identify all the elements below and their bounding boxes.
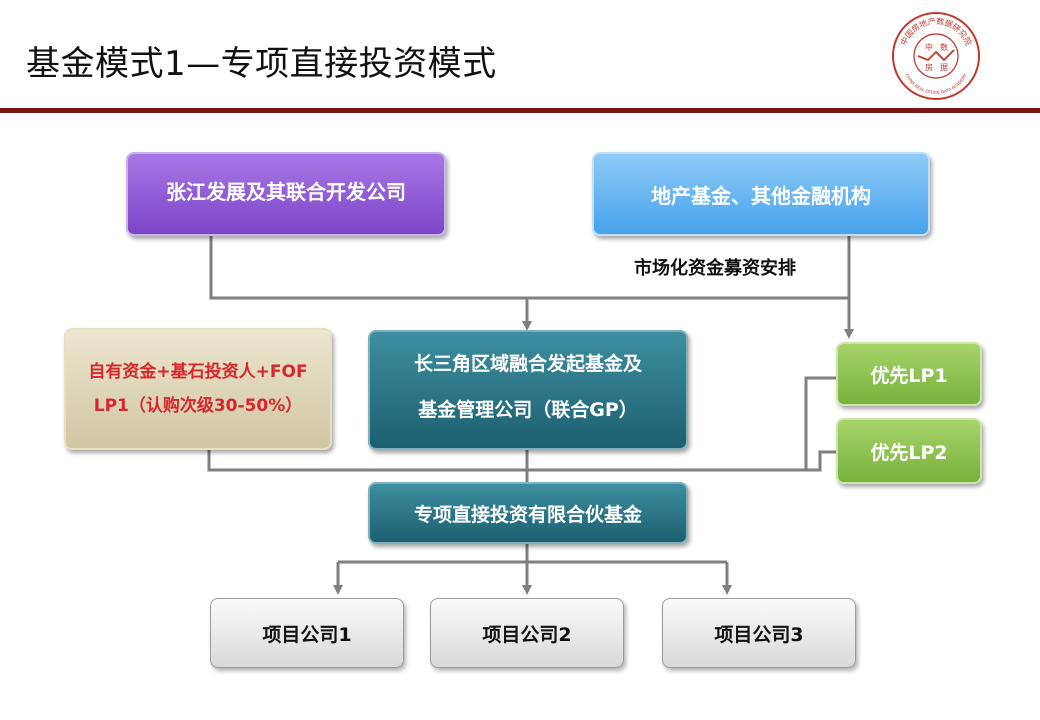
connector-lp2 (806, 450, 836, 472)
node-yangtze-fund-line2: 基金管理公司（联合GP） (418, 399, 638, 421)
node-project1: 项目公司1 (210, 598, 404, 668)
node-project3: 项目公司3 (662, 598, 856, 668)
node-priority-lp2: 优先LP2 (836, 418, 982, 484)
node-special-fund-label: 专项直接投资有限合伙基金 (413, 503, 642, 526)
connector-self-funds (207, 450, 806, 472)
node-self-funds: 自有资金+基石投资人+FOF LP1（认购次级30-50%） (64, 328, 332, 450)
logo-char-2: 数 (940, 42, 948, 52)
logo-char-3: 房 (925, 62, 933, 72)
node-project2-label: 项目公司2 (482, 623, 572, 646)
node-zhangjiang-label: 张江发展及其联合开发公司 (166, 180, 406, 204)
market-funding-note: 市场化资金募资安排 (634, 258, 796, 279)
page-title: 基金模式1—专项直接投资模式 (26, 44, 497, 84)
title-divider (0, 108, 1040, 113)
node-self-funds-line1: 自有资金+基石投资人+FOF (88, 362, 308, 382)
logo-chart-icon (917, 49, 955, 62)
logo-char-4: 据 (940, 62, 948, 72)
node-self-funds-line2: LP1（认购次级30-50%） (93, 396, 303, 416)
node-zhangjiang: 张江发展及其联合开发公司 (126, 152, 446, 236)
connector-zhangjiang (209, 236, 849, 300)
node-project1-label: 项目公司1 (262, 623, 352, 646)
node-yangtze-fund-line1: 长三角区域融合发起基金及 (413, 353, 642, 375)
node-project3-label: 项目公司3 (714, 623, 804, 646)
node-real-estate-fund: 地产基金、其他金融机构 (592, 152, 930, 236)
logo-char-1: 中 (925, 42, 933, 52)
logo-seal: 中国房地产数据研究院 CHINA REAL ESTATE DATA ACADEM… (892, 12, 980, 100)
node-yangtze-fund-gp: 长三角区域融合发起基金及 基金管理公司（联合GP） (368, 330, 688, 450)
node-project2: 项目公司2 (430, 598, 624, 668)
node-special-fund: 专项直接投资有限合伙基金 (368, 482, 688, 544)
node-priority-lp2-label: 优先LP2 (870, 441, 948, 464)
connector-lp1-bracket (804, 376, 836, 470)
node-priority-lp1: 优先LP1 (836, 342, 982, 406)
node-priority-lp1-label: 优先LP1 (870, 364, 948, 387)
node-real-estate-fund-label: 地产基金、其他金融机构 (651, 183, 871, 208)
